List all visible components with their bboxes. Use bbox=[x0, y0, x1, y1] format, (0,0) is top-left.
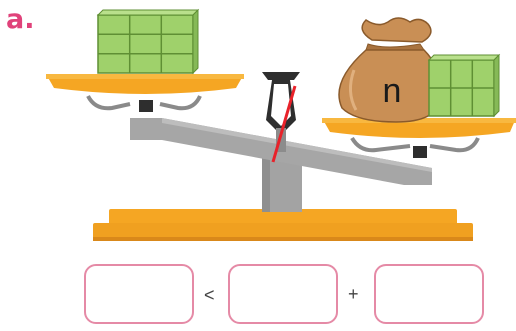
right-pan bbox=[322, 118, 516, 138]
right-pan-support bbox=[352, 138, 478, 158]
left-pan-support bbox=[88, 96, 200, 112]
answer-box-1[interactable] bbox=[84, 264, 194, 324]
answer-box-2[interactable] bbox=[228, 264, 338, 324]
scale-base bbox=[93, 209, 473, 241]
right-cube-stack bbox=[429, 55, 499, 116]
left-pan bbox=[46, 74, 244, 94]
left-cube-stack bbox=[98, 10, 198, 73]
bag-variable: n bbox=[383, 72, 402, 110]
answer-box-3[interactable] bbox=[374, 264, 484, 324]
